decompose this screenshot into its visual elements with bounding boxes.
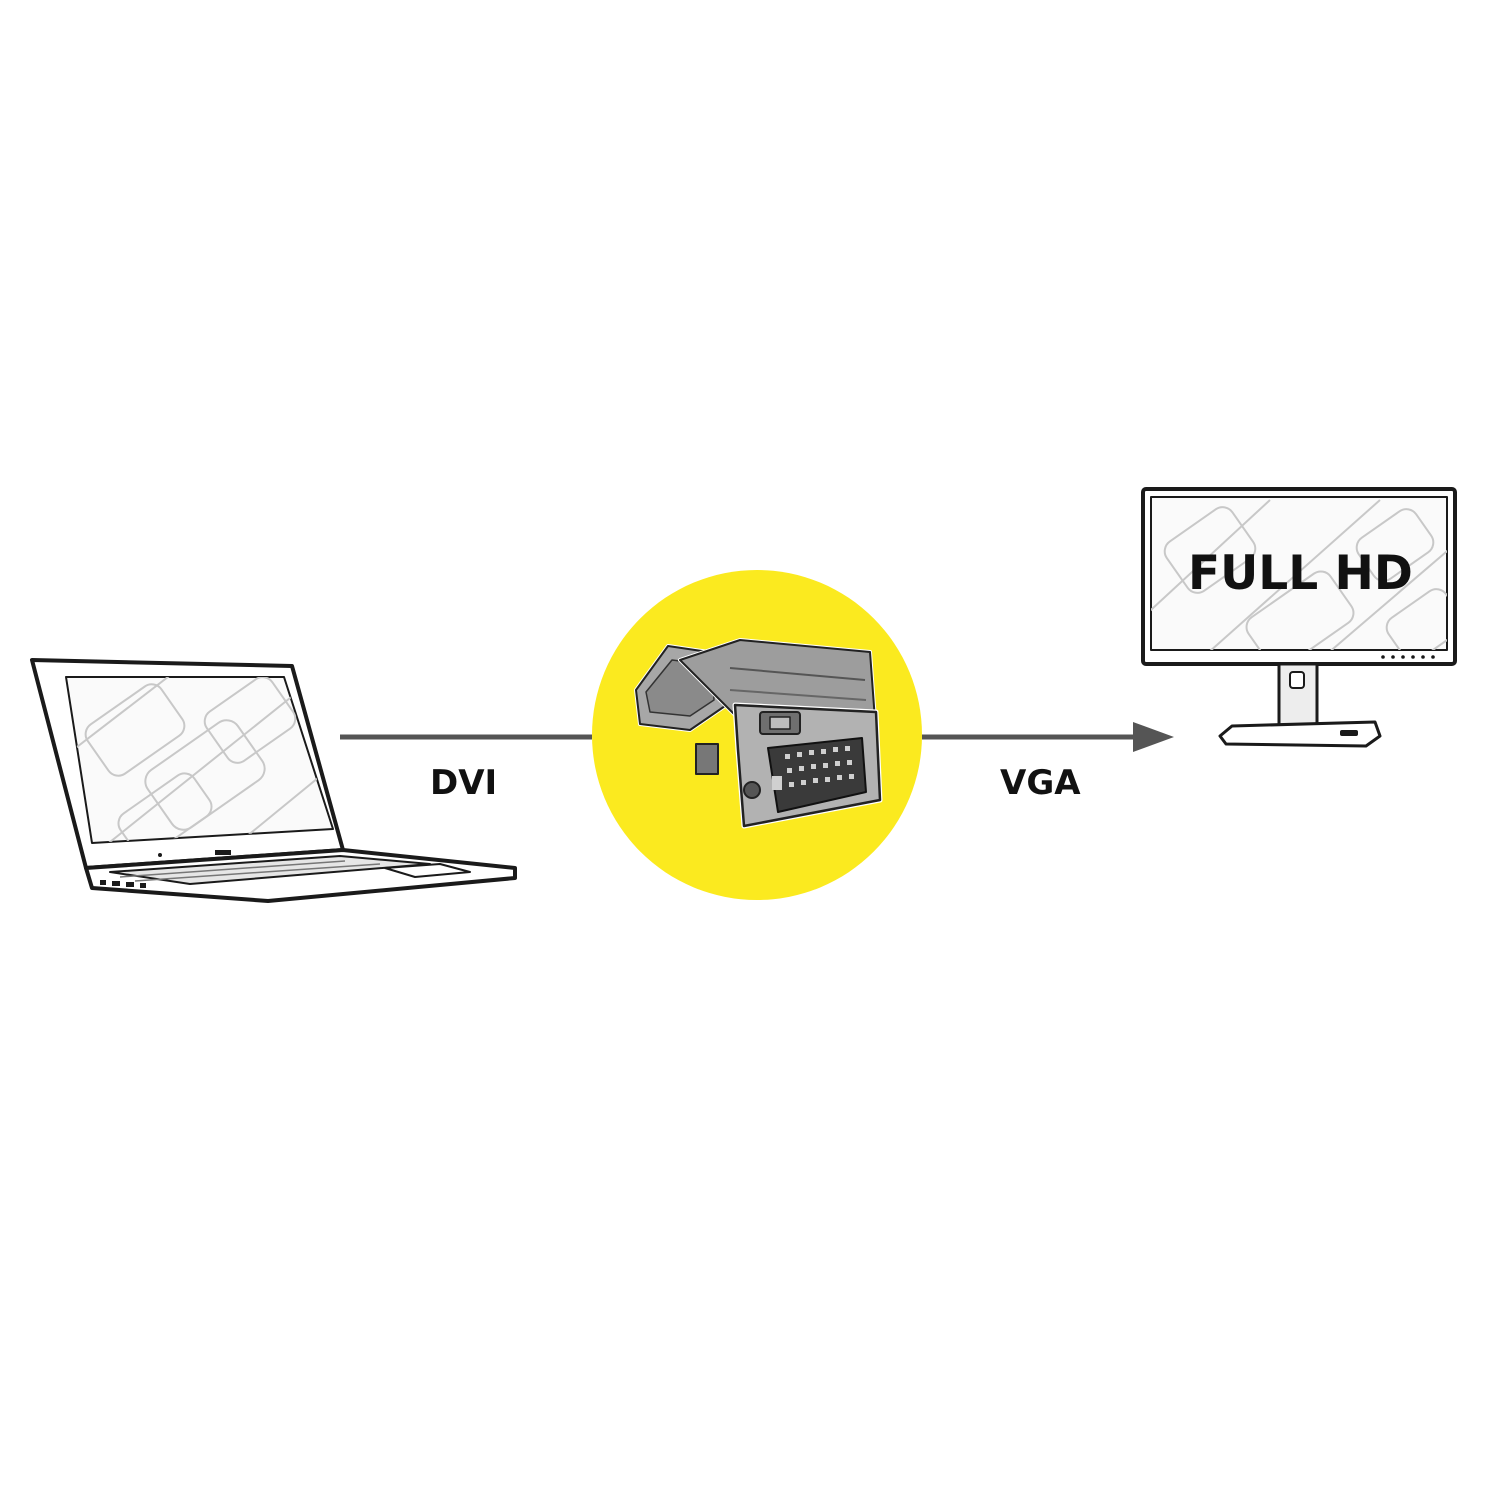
monitor-icon	[1141, 487, 1457, 748]
dvi-vga-adapter-icon	[634, 638, 883, 829]
arrow-right-icon	[1133, 722, 1174, 752]
laptop-icon	[30, 658, 517, 903]
input-connector-label: DVI	[430, 763, 498, 803]
monitor-resolution-label: FULL HD	[1188, 546, 1413, 601]
output-connector-label: VGA	[1000, 763, 1081, 803]
